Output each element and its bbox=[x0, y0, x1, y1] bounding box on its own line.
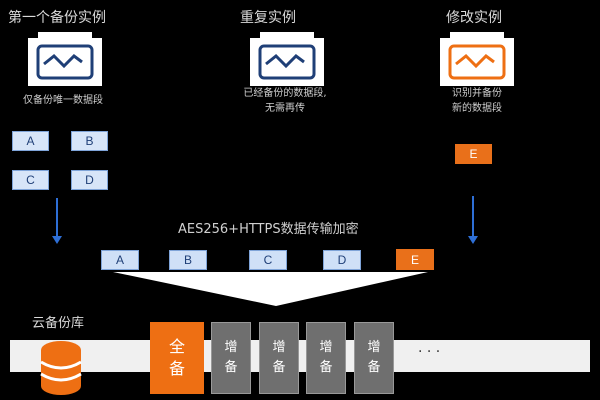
instance-icon bbox=[258, 44, 316, 80]
column2-title: 重复实例 bbox=[240, 10, 296, 26]
storage-label: 云备份库 bbox=[32, 316, 85, 331]
transfer-segment-d: D bbox=[323, 250, 361, 270]
incremental-block-1: 增备 bbox=[211, 322, 251, 394]
instance2-card bbox=[250, 32, 324, 86]
incremental-block-4: 增备 bbox=[354, 322, 394, 394]
incremental-block-3: 增备 bbox=[306, 322, 346, 394]
instance1-card bbox=[28, 32, 102, 86]
transfer-label: AES256+HTTPS数据传输加密 bbox=[178, 222, 359, 237]
segment-c: C bbox=[12, 170, 49, 190]
transfer-segment-b: B bbox=[169, 250, 207, 270]
column1-title: 第一个备份实例 bbox=[8, 10, 106, 26]
arrow-left-shaft bbox=[56, 198, 58, 236]
instance3-card bbox=[440, 32, 514, 86]
column2-desc: 已经备份的数据段, 无需再传 bbox=[243, 88, 327, 114]
column1-desc: 仅备份唯一数据段 bbox=[23, 95, 103, 106]
column3-title: 修改实例 bbox=[446, 10, 502, 26]
incremental-block-2: 增备 bbox=[259, 322, 299, 394]
database-icon bbox=[40, 341, 82, 395]
ellipsis: · · · bbox=[418, 344, 441, 360]
segment-a: A bbox=[12, 131, 49, 151]
segment-e-new: E bbox=[455, 144, 492, 164]
down-arrow-icon bbox=[52, 236, 62, 244]
down-arrow-icon bbox=[468, 236, 478, 244]
column3-desc: 识别并备份 新的数据段 bbox=[452, 88, 502, 114]
instance-icon bbox=[36, 44, 94, 80]
storage-bar bbox=[10, 340, 590, 372]
transfer-segment-c: C bbox=[249, 250, 287, 270]
segment-b: B bbox=[71, 131, 108, 151]
full-backup-block: 全 备 bbox=[150, 322, 204, 394]
transfer-segment-a: A bbox=[101, 250, 139, 270]
transfer-segment-e: E bbox=[396, 249, 434, 270]
segment-d: D bbox=[71, 170, 108, 190]
arrow-right-shaft bbox=[472, 196, 474, 236]
instance-modified-icon bbox=[448, 44, 506, 80]
